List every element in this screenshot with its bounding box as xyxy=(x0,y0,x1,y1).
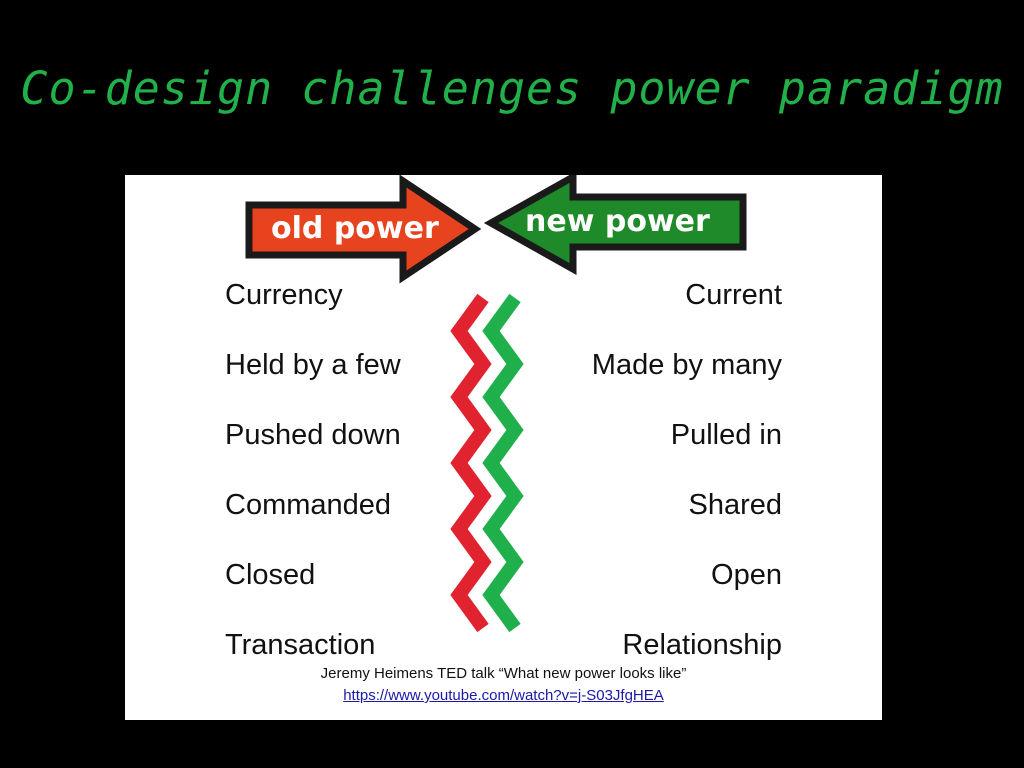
power-comparison-diagram: old power new power Currency Current Hel… xyxy=(125,175,882,720)
new-power-term: Open xyxy=(711,559,782,591)
new-power-term: Made by many xyxy=(591,349,782,381)
comparison-row: Closed Open xyxy=(125,559,882,599)
slide-title: Co-design challenges power paradigm xyxy=(20,62,1004,115)
new-power-label: new power xyxy=(525,204,710,239)
comparison-row: Currency Current xyxy=(125,279,882,319)
green-zigzag xyxy=(482,293,524,633)
new-power-term: Pulled in xyxy=(670,419,782,451)
old-power-label: old power xyxy=(271,211,439,246)
old-power-term: Transaction xyxy=(225,629,376,661)
old-power-term: Pushed down xyxy=(225,419,401,451)
comparison-row: Transaction Relationship xyxy=(125,629,882,669)
old-power-term: Closed xyxy=(225,559,316,591)
new-power-term: Current xyxy=(685,279,782,311)
old-power-term: Currency xyxy=(225,279,343,311)
new-power-arrow xyxy=(483,175,747,275)
red-zigzag xyxy=(450,293,492,633)
comparison-row: Pushed down Pulled in xyxy=(125,419,882,459)
old-power-term: Commanded xyxy=(225,489,392,521)
old-power-term: Held by a few xyxy=(225,349,401,381)
comparison-row: Held by a few Made by many xyxy=(125,349,882,389)
source-link[interactable]: https://www.youtube.com/watch?v=j-S03Jfg… xyxy=(343,687,664,704)
new-power-term: Relationship xyxy=(622,629,782,661)
zigzag-divider xyxy=(450,293,524,633)
new-power-term: Shared xyxy=(688,489,782,521)
comparison-row: Commanded Shared xyxy=(125,489,882,529)
power-arrows xyxy=(245,175,747,284)
old-power-arrow xyxy=(245,175,482,284)
source-credit: Jeremy Heimens TED talk “What new power … xyxy=(320,665,687,682)
